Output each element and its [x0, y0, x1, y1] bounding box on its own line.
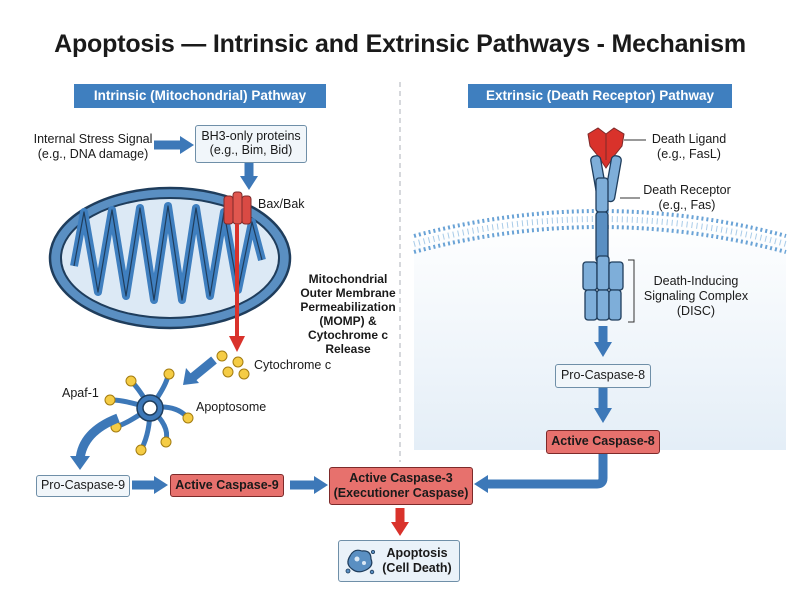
apaf1-label: Apaf-1 [62, 386, 99, 400]
disc-line1: Death-Inducing [653, 274, 739, 288]
death-ligand-line2: (e.g., FasL) [657, 147, 721, 161]
extrinsic-pathway-header: Extrinsic (Death Receptor) Pathway [468, 84, 732, 108]
death-receptor-label: Death Receptor (e.g., Fas) [638, 183, 736, 213]
apoptosis-line1: Apoptosis [386, 546, 448, 560]
mitochondrion [48, 186, 292, 330]
bh3-line1: BH3-only proteins [201, 129, 301, 143]
bax-bak-channel [223, 191, 252, 225]
disc-line2: Signaling Complex [643, 289, 749, 303]
momp-line: Cytochrome c [307, 328, 389, 342]
apoptosis-line2: (Cell Death) [382, 561, 452, 575]
stress-signal-line2: (e.g., DNA damage) [37, 147, 149, 161]
bh3-only-proteins-box: BH3-only proteins (e.g., Bim, Bid) [195, 125, 307, 163]
momp-label: Mitochondrial Outer Membrane Permeabiliz… [288, 272, 408, 356]
pro-caspase-9-box: Pro-Caspase-9 [36, 475, 130, 497]
disc-label: Death-Inducing Signaling Complex (DISC) [640, 274, 752, 319]
death-ligand-line1: Death Ligand [651, 132, 727, 146]
apoptosome-label: Apoptosome [196, 400, 267, 414]
disc-bracket [628, 259, 635, 323]
cytochrome-c-label: Cytochrome c [254, 358, 332, 372]
caspase3-line2: (Executioner Caspase) [333, 486, 469, 500]
momp-line: (MOMP) & [319, 314, 377, 328]
momp-line: Permeabilization [300, 300, 396, 314]
dying-cell-icon [345, 549, 375, 575]
death-ligand [587, 127, 625, 169]
bax-bak-label: Bax/Bak [258, 197, 305, 211]
death-receptor-line1: Death Receptor [643, 183, 731, 197]
disc-line3: (DISC) [676, 304, 716, 318]
cell-membrane [413, 209, 787, 254]
stress-signal-label: Internal Stress Signal (e.g., DNA damage… [18, 132, 168, 162]
bh3-line2: (e.g., Bim, Bid) [209, 143, 293, 157]
intrinsic-pathway-header: Intrinsic (Mitochondrial) Pathway [74, 84, 326, 108]
active-caspase-3-box: Active Caspase-3 (Executioner Caspase) [329, 467, 473, 505]
momp-line: Outer Membrane [300, 286, 396, 300]
pro-caspase-8-box: Pro-Caspase-8 [555, 364, 651, 388]
caspase3-line1: Active Caspase-3 [349, 471, 453, 485]
momp-line: Release [325, 342, 371, 356]
active-caspase-8-box: Active Caspase-8 [546, 430, 660, 454]
death-receptor-line2: (e.g., Fas) [658, 198, 716, 212]
stress-signal-line1: Internal Stress Signal [33, 132, 153, 146]
active-caspase-9-box: Active Caspase-9 [170, 474, 284, 497]
death-ligand-label: Death Ligand (e.g., FasL) [644, 132, 734, 162]
cytochrome-c-dots [216, 350, 250, 380]
apoptosome [104, 368, 194, 456]
death-receptor [590, 155, 622, 263]
page-title: Apoptosis — Intrinsic and Extrinsic Path… [54, 30, 746, 58]
disc-complex [582, 255, 624, 321]
momp-line: Mitochondrial [308, 272, 388, 286]
